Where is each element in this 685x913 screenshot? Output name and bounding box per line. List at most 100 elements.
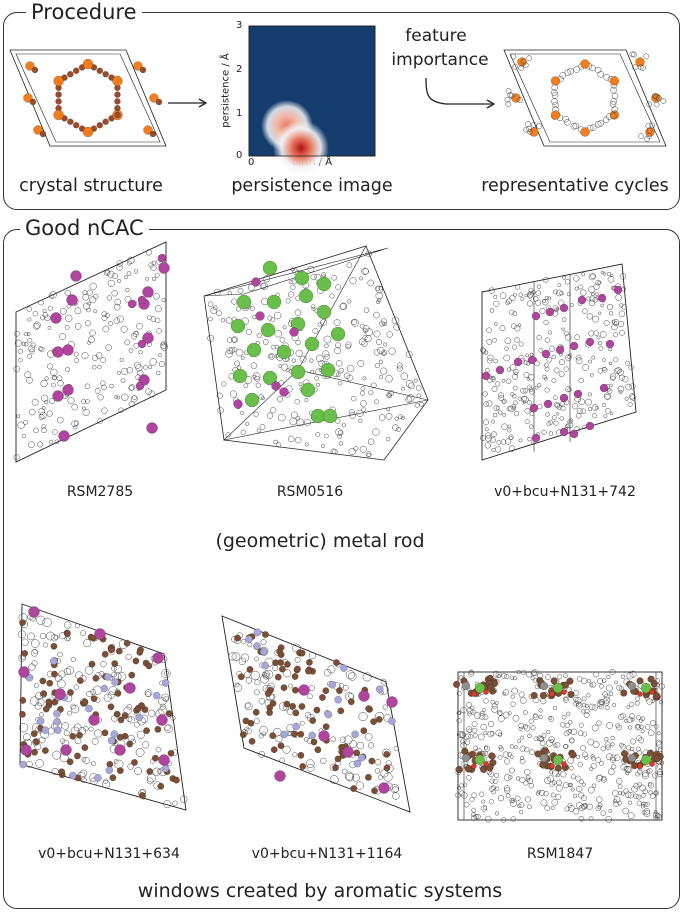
framework-atom (534, 385, 539, 390)
framework-atom (503, 785, 511, 792)
framework-atom (497, 754, 503, 760)
cycle-atom (520, 58, 527, 65)
framework-atom (359, 390, 366, 396)
framework-atom (315, 431, 321, 437)
cycle-atom (72, 67, 80, 75)
cycle-atom (564, 69, 572, 76)
framework-atom (348, 693, 354, 699)
cycle-atom (504, 96, 511, 103)
metal-atom (585, 337, 595, 347)
framework-atom (602, 272, 607, 276)
framework-atom (569, 418, 573, 422)
framework-atom (528, 718, 534, 724)
framework-atom (551, 769, 559, 777)
framework-atom (288, 683, 293, 689)
cycle-atom (102, 70, 109, 78)
framework-atom (535, 290, 541, 296)
framework-atom (383, 772, 393, 782)
framework-atom (587, 406, 593, 412)
framework-atom (142, 741, 150, 749)
framework-atom (652, 772, 659, 779)
nitrogen-atom (334, 695, 343, 704)
framework-atom (597, 805, 602, 810)
heatmap-frame (248, 25, 376, 157)
framework-atom (255, 382, 261, 388)
framework-atom (213, 288, 221, 296)
unit-cell-outline (203, 247, 389, 297)
framework-atom (588, 273, 596, 281)
framework-atom (514, 325, 521, 332)
cycle-atom (505, 88, 512, 94)
framework-atom (597, 280, 602, 285)
framework-atom (74, 357, 80, 363)
framework-atom (486, 339, 493, 345)
framework-atom (589, 766, 594, 771)
framework-atom (93, 309, 98, 314)
framework-atom (630, 738, 636, 745)
framework-atom (613, 796, 621, 803)
framework-atom (247, 284, 255, 292)
framework-atom (272, 727, 282, 737)
framework-atom (97, 394, 104, 401)
framework-atom (393, 323, 401, 331)
framework-atom (294, 309, 302, 316)
framework-atom (602, 366, 607, 371)
framework-atom (557, 674, 563, 680)
framework-atom (613, 357, 619, 363)
metal-atom (474, 754, 486, 766)
framework-atom (67, 710, 72, 716)
cycle-atom (525, 121, 531, 127)
framework-atom (253, 411, 259, 417)
nitrogen-atom (308, 731, 317, 740)
framework-atom (81, 352, 89, 360)
framework-atom (484, 815, 492, 823)
framework-atom (502, 691, 506, 696)
metal-atom (577, 295, 587, 305)
framework-atom (36, 615, 46, 625)
aromatic-atom (113, 710, 121, 718)
framework-atom (273, 311, 282, 320)
cycle-atom (39, 130, 47, 138)
framework-atom (266, 412, 274, 419)
framework-atom (145, 388, 152, 395)
framework-atom (533, 736, 539, 742)
framework-atom (563, 673, 568, 678)
metal-atom (318, 730, 330, 742)
framework-atom (495, 671, 502, 678)
metal-atom (279, 387, 289, 397)
framework-atom (260, 639, 267, 645)
framework-atom (505, 378, 512, 385)
framework-atom (629, 670, 637, 678)
framework-atom (492, 671, 500, 678)
cycle-atom (55, 98, 62, 105)
framework-atom (575, 357, 583, 365)
framework-atom (618, 310, 626, 318)
framework-atom (386, 407, 391, 412)
framework-atom (480, 348, 487, 354)
framework-atom (625, 770, 630, 776)
framework-atom (53, 635, 59, 641)
framework-atom (41, 424, 46, 430)
framework-atom (554, 741, 561, 748)
metal-atom (53, 75, 64, 87)
aromatic-atom (143, 727, 151, 735)
framework-atom (478, 733, 485, 741)
framework-atom (111, 272, 118, 279)
framework-atom (480, 434, 487, 442)
framework-atom (542, 374, 547, 380)
framework-atom (630, 717, 635, 722)
framework-atom (312, 328, 319, 334)
framework-atom (346, 262, 353, 268)
nitrogen-atom (103, 673, 112, 681)
framework-atom (64, 621, 72, 629)
aromatic-atom (31, 748, 38, 756)
cycle-atom (610, 98, 617, 105)
framework-atom (385, 375, 393, 383)
framework-atom (70, 704, 80, 714)
aromatic-atom (539, 691, 548, 700)
framework-atom (341, 768, 348, 775)
framework-atom (510, 694, 515, 699)
framework-atom (382, 704, 388, 710)
framework-atom (483, 745, 489, 750)
framework-atom (33, 683, 39, 689)
